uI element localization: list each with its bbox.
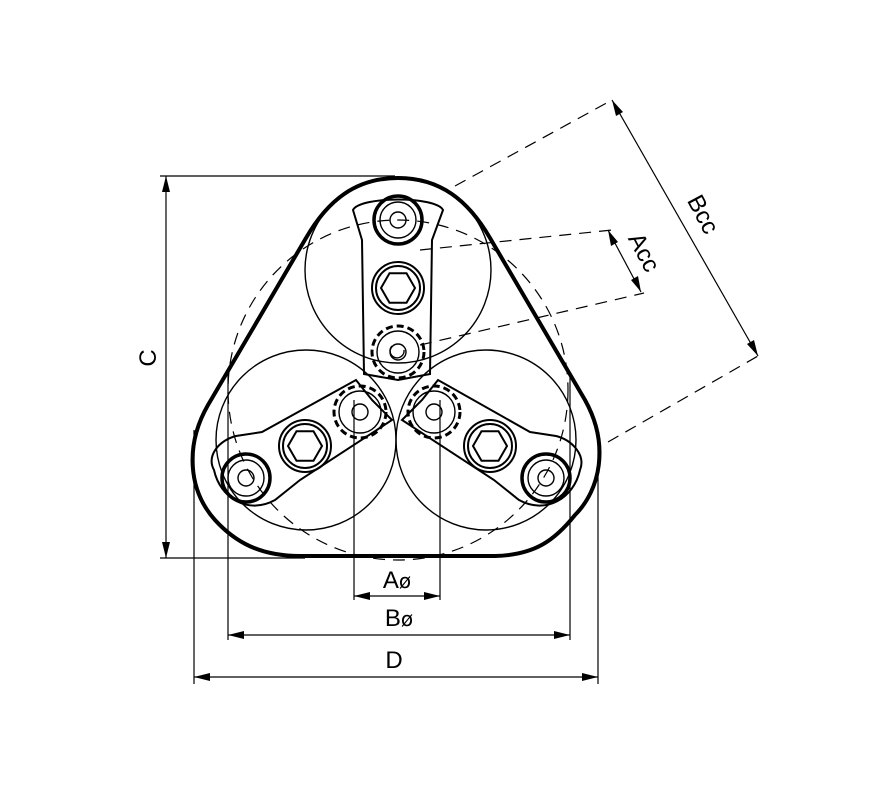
dim-d-label: D: [385, 647, 402, 674]
dim-b-symbol: ø: [401, 607, 413, 631]
body-outline: [190, 176, 602, 558]
dimension-b-dia: Bø: [227, 372, 571, 640]
dim-b-letter: B: [385, 605, 401, 632]
arm-right: [400, 378, 583, 507]
arm-left: [210, 378, 394, 507]
dimension-acc: Acc: [607, 228, 665, 293]
hex-socket-left: [278, 419, 332, 473]
pitch-circle: [227, 219, 569, 561]
svg-text:Bcc: Bcc: [681, 190, 724, 238]
dim-c-label: C: [135, 349, 162, 366]
svg-text:Aø: Aø: [383, 567, 411, 594]
roller-right: [395, 349, 577, 531]
hex-socket-right: [463, 419, 517, 473]
dimension-a-dia: Aø: [353, 400, 441, 600]
dimension-d: D: [193, 430, 599, 684]
cam-top: [370, 324, 426, 380]
hex-socket-top: [371, 261, 425, 315]
pivot-left: [220, 452, 272, 504]
cam-right: [406, 384, 462, 440]
dim-a-symbol: ø: [399, 569, 411, 593]
projection-lines: [419, 99, 759, 443]
rotation-arrow-icon: [389, 345, 405, 359]
dimension-bcc: Bcc: [611, 99, 759, 357]
pivot-right: [520, 452, 572, 504]
dim-a-letter: A: [383, 567, 399, 594]
svg-text:Bø: Bø: [385, 605, 413, 632]
dimension-c: C: [135, 175, 395, 559]
arm-top: [351, 198, 445, 382]
cam-left: [332, 384, 388, 440]
